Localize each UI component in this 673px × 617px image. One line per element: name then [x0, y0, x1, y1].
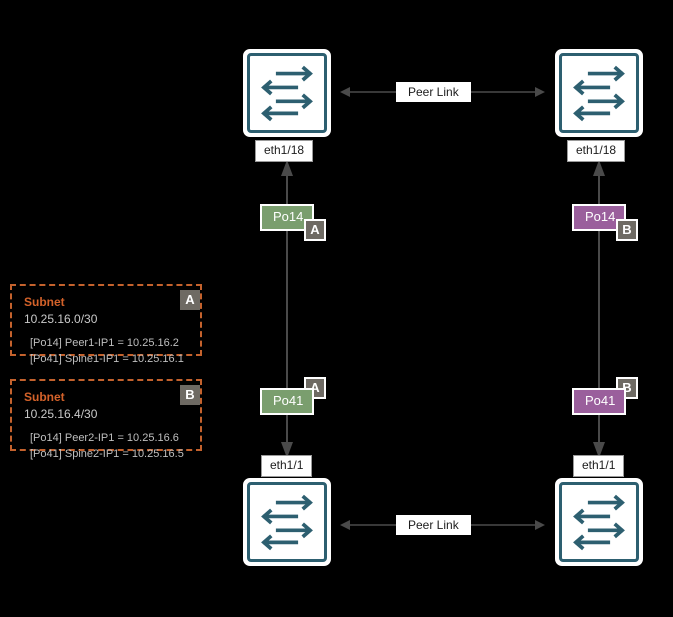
- peer-link-bottom-label: Peer Link: [396, 515, 471, 535]
- switch-icon-spine-right[interactable]: [555, 49, 643, 137]
- subnet-a-lines: [Po14] Peer1-IP1 = 10.25.16.2 [Po41] Spi…: [24, 335, 190, 367]
- subnet-b-line-1: [Po14] Peer2-IP1 = 10.25.16.6: [30, 432, 179, 444]
- switch-arrows-icon: [261, 65, 313, 122]
- port-channel-po41-right[interactable]: Po41: [572, 388, 626, 415]
- port-channel-po41-left[interactable]: Po41: [260, 388, 314, 415]
- peer-link-top-label: Peer Link: [396, 82, 471, 102]
- tag-a-subnet: A: [180, 290, 200, 310]
- switch-glyph: [247, 53, 327, 133]
- switch-glyph: [559, 53, 639, 133]
- switch-arrows-icon: [573, 65, 625, 122]
- subnet-a-line-1: [Po14] Peer1-IP1 = 10.25.16.2: [30, 337, 179, 349]
- subnet-box-a: A Subnet 10.25.16.0/30 [Po14] Peer1-IP1 …: [10, 284, 202, 365]
- switch-glyph: [247, 482, 327, 562]
- tag-b-subnet: B: [180, 385, 200, 405]
- subnet-a-title: Subnet: [24, 295, 65, 309]
- peer-link-top: Peer Link: [340, 82, 545, 102]
- subnet-b-lines: [Po14] Peer2-IP1 = 10.25.16.6 [Po41] Spi…: [24, 430, 190, 462]
- subnet-b-line-2: [Po41] Spine2-IP1 = 10.25.16.5: [30, 448, 184, 460]
- subnet-b-cidr: 10.25.16.4/30: [24, 407, 98, 421]
- switch-glyph: [559, 482, 639, 562]
- switch-arrows-icon: [573, 494, 625, 551]
- subnet-box-b: B Subnet 10.25.16.4/30 [Po14] Peer2-IP1 …: [10, 379, 202, 460]
- iface-label-leaf-left: eth1/1: [261, 455, 313, 477]
- switch-icon-spine-left[interactable]: [243, 49, 331, 137]
- switch-icon-leaf-left[interactable]: [243, 478, 331, 566]
- switch-icon-leaf-right[interactable]: [555, 478, 643, 566]
- subnet-a-line-2: [Po41] Spine1-IP1 = 10.25.16.1: [30, 353, 184, 365]
- iface-label-spine-left: eth1/18: [255, 140, 314, 162]
- iface-label-leaf-right: eth1/1: [573, 455, 625, 477]
- peer-link-bottom: Peer Link: [340, 515, 545, 535]
- tag-b-po14-right: B: [616, 219, 638, 241]
- subnet-b-title: Subnet: [24, 390, 65, 404]
- iface-label-spine-right: eth1/18: [567, 140, 626, 162]
- switch-arrows-icon: [261, 494, 313, 551]
- subnet-a-cidr: 10.25.16.0/30: [24, 312, 98, 326]
- tag-a-po14-left: A: [304, 219, 326, 241]
